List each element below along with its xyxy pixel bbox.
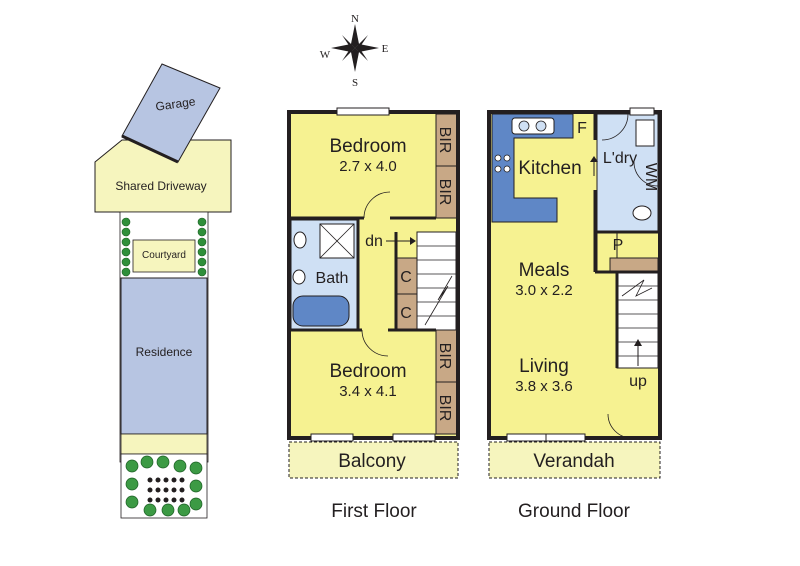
- cupboard-label: C: [400, 305, 412, 322]
- first-floor-title: First Floor: [331, 501, 417, 522]
- bedroom-dimensions: 3.4 x 4.1: [339, 383, 397, 400]
- robe-label: BIR: [436, 343, 453, 370]
- compass-south: S: [352, 77, 358, 89]
- residence-label: Residence: [136, 345, 193, 359]
- site-plan: Garage Shared Driveway Courtyard Residen…: [94, 63, 232, 519]
- compass-north: N: [351, 13, 359, 25]
- compass-west: W: [320, 49, 331, 61]
- kitchen-bench: [491, 113, 574, 223]
- balcony-label: Balcony: [338, 451, 406, 472]
- bedroom-label: Bedroom: [329, 136, 406, 157]
- meals-label: Meals: [519, 260, 570, 281]
- meals-dimensions: 3.0 x 2.2: [515, 282, 573, 299]
- residence-area: [120, 277, 208, 435]
- balcony-area: [288, 441, 459, 479]
- washer-label: WM: [642, 163, 659, 191]
- living-label: Living: [519, 356, 569, 377]
- first-floor-plan: Bath dn C C BIR BIR BIR BIR: [287, 107, 460, 522]
- fridge-label: F: [577, 120, 587, 137]
- compass-rose: N E S W: [320, 13, 389, 89]
- shared-driveway-area: [94, 139, 232, 213]
- laundry-label: L'dry: [603, 150, 637, 167]
- bath-label: Bath: [316, 270, 349, 287]
- robe-label: BIR: [436, 395, 453, 422]
- driveway-label: Shared Driveway: [115, 179, 206, 193]
- robe-label: BIR: [436, 127, 453, 154]
- ground-floor-title: Ground Floor: [518, 501, 631, 522]
- garage-label: Garage: [155, 94, 197, 113]
- cupboard-label: C: [400, 269, 412, 286]
- ground-floor-plan: L'dry WM P up F: [487, 107, 662, 522]
- courtyard-label: Courtyard: [142, 250, 186, 261]
- ground-floor-stairs-label: up: [629, 373, 647, 390]
- bedroom-dimensions: 2.7 x 4.0: [339, 158, 397, 175]
- courtyard-area: [132, 239, 196, 273]
- kitchen-label: Kitchen: [518, 158, 581, 179]
- compass-east: E: [382, 43, 389, 55]
- verandah-area: [488, 441, 661, 479]
- first-floor-stairs-label: dn: [365, 233, 383, 250]
- pantry-label: P: [613, 237, 624, 254]
- living-dimensions: 3.8 x 3.6: [515, 378, 573, 395]
- bedroom-label: Bedroom: [329, 361, 406, 382]
- verandah-label: Verandah: [533, 451, 614, 472]
- robe-label: BIR: [436, 179, 453, 206]
